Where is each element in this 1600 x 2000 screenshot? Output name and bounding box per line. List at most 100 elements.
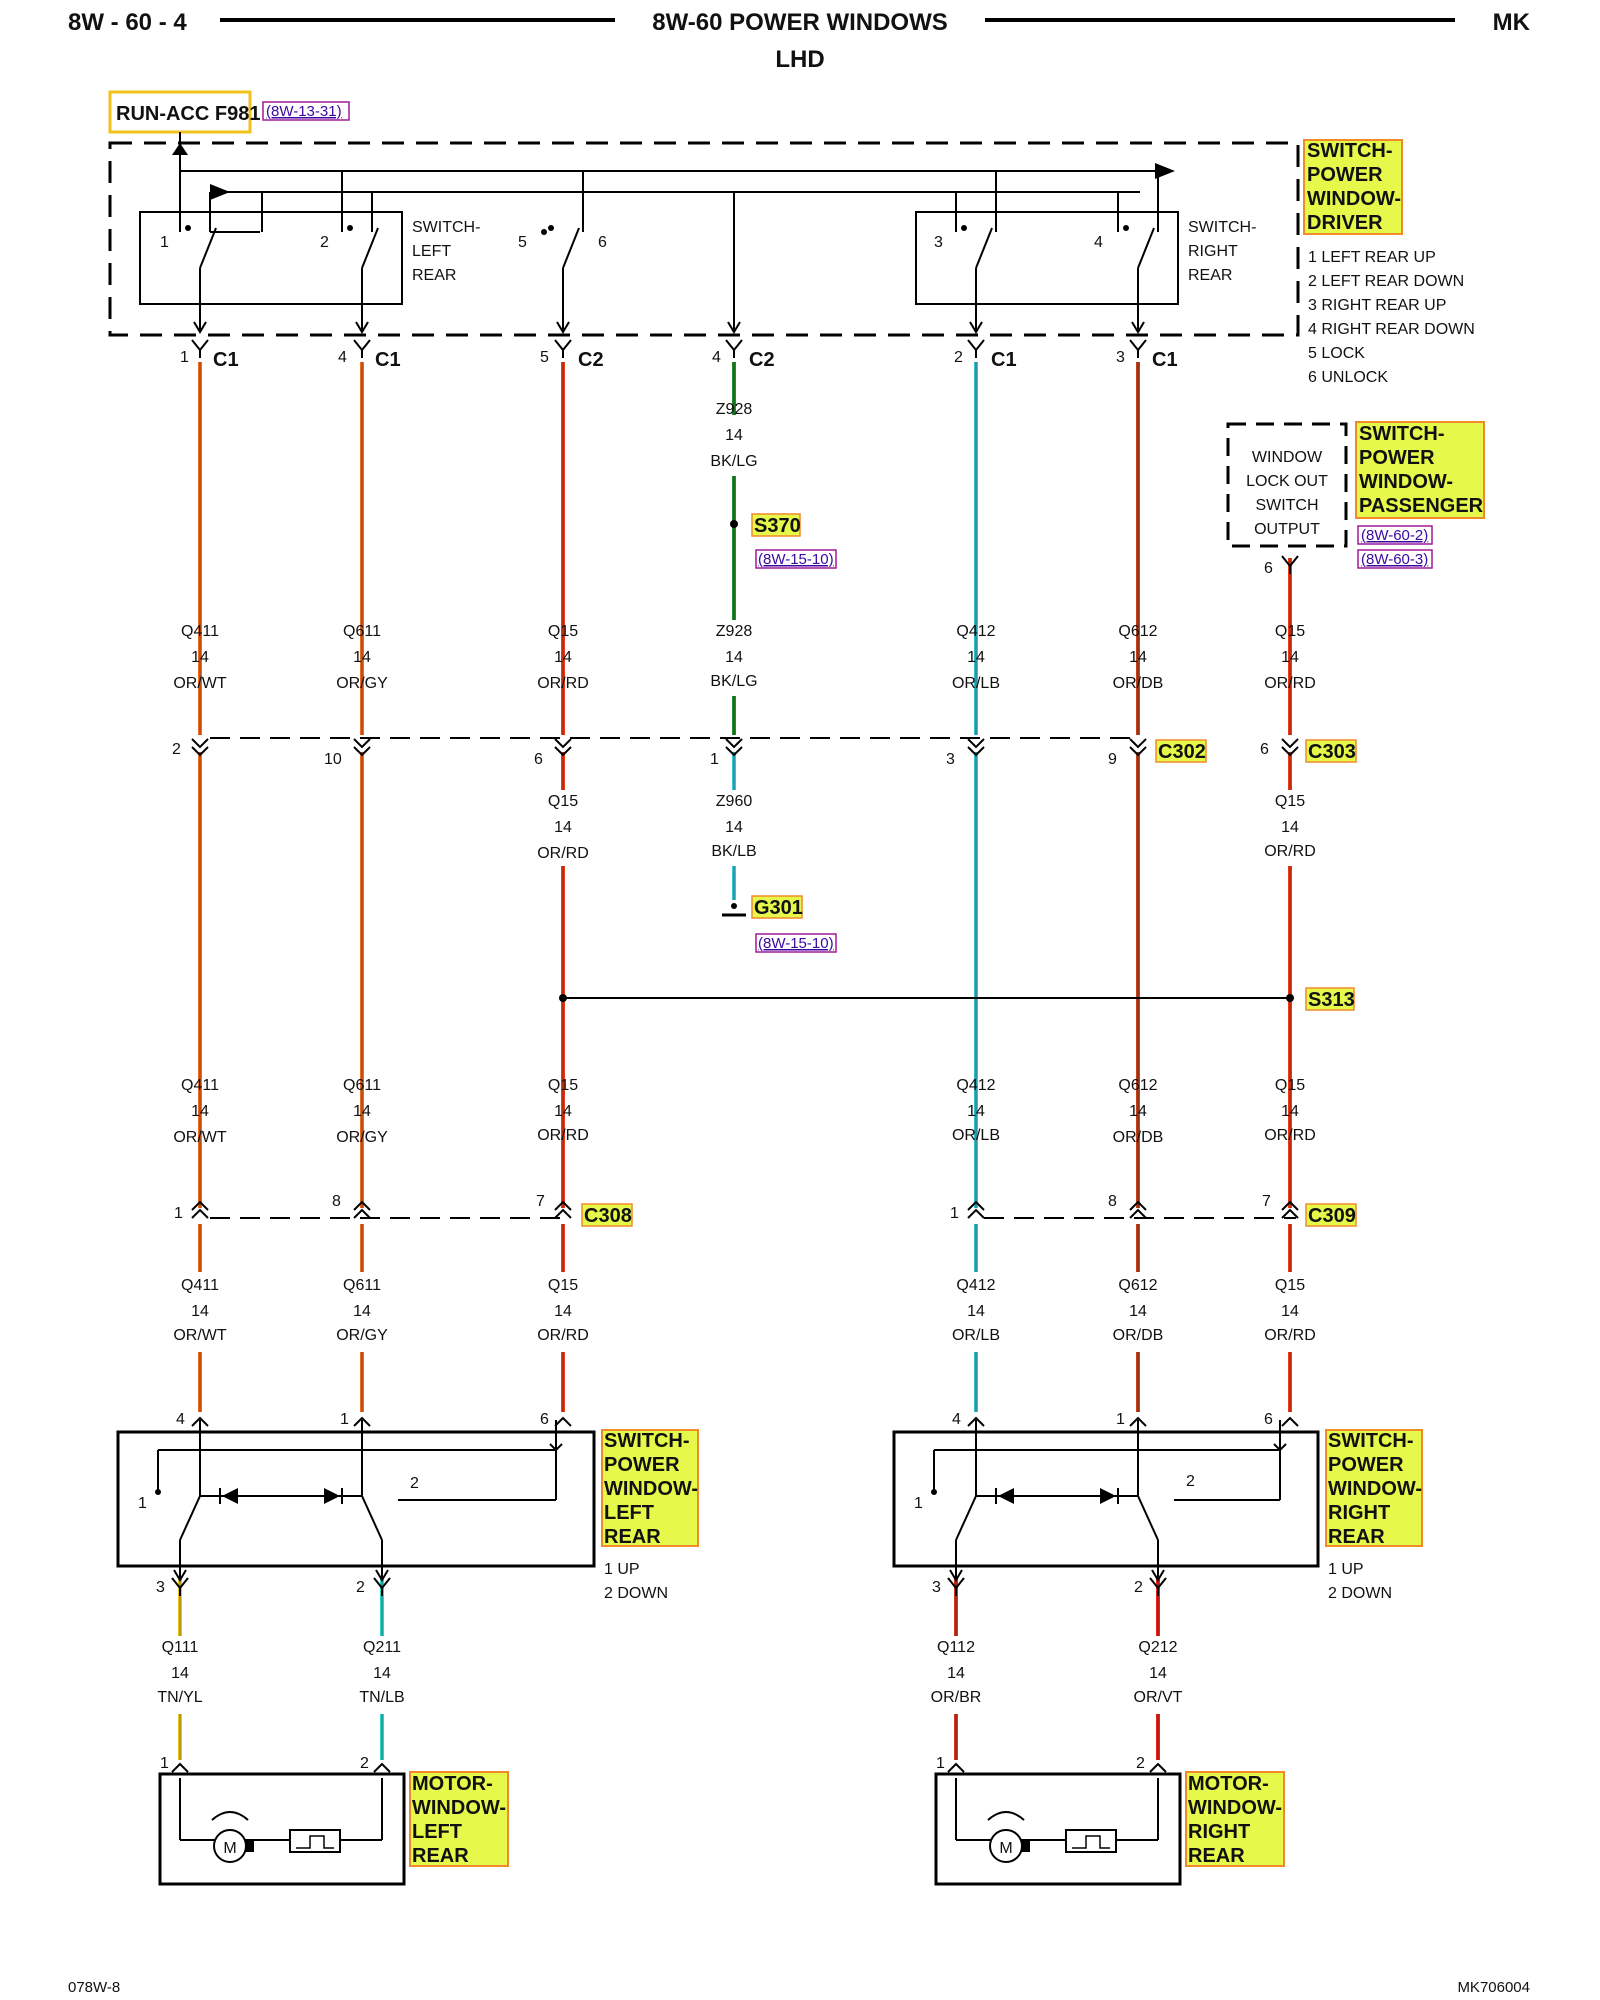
lr-pin-top-6: 6 [540,1411,549,1428]
wire-gauge: 14 [191,1303,209,1320]
inline-connector-symbol [191,1200,209,1219]
switch-left-rear-line3: REAR [412,267,456,284]
driver-legend-1: 1 LEFT REAR UP [1308,249,1436,266]
rr-pin-top-1: 1 [1116,1411,1125,1428]
driver-pin-num: 3 [1116,349,1125,366]
passenger-ref-2: (8W-60-3) [1361,551,1428,568]
driver-connector-pins: 1 C1 4 C1 5 C2 4 C2 2 C1 3 C1 [180,349,1178,371]
rr-pin-top-4: 4 [952,1411,961,1428]
ml-label-3: LEFT [412,1821,462,1843]
z960-gauge: 14 [725,819,743,836]
driver-switch-label-2: POWER [1307,164,1383,186]
switch-left-rear-outline [116,1430,596,1568]
motor-left-breaker-symbol [296,1835,334,1849]
mr-label-1: MOTOR- [1188,1773,1269,1795]
inline-connector-symbol [353,738,371,757]
driver-sw-right-3-dot [961,225,967,231]
c302-pin: 10 [324,751,342,768]
connector-pin-symbol [191,339,209,358]
footer-left: 078W-8 [68,1979,120,1996]
rr-switch-out-down-arrow [1151,1569,1165,1582]
rr-pin-bottom-3: 3 [932,1579,941,1596]
s370-label: S370 [754,515,801,537]
driver-contact-5: 5 [518,234,527,251]
lr-internal-1: 1 [138,1495,147,1512]
driver-pin-num: 1 [180,349,189,366]
driver-legend-5: 5 LOCK [1308,345,1365,362]
wire-circuit: Q15 [548,793,578,810]
lr-switch-diode-1 [222,1488,238,1504]
wire-gauge: 14 [1149,1665,1167,1682]
pin-symbols [171,339,1299,1773]
wire-circuit: Q412 [956,623,995,640]
c309-pin: 1 [950,1205,959,1222]
lr-pin-bottom-3: 3 [156,1579,165,1596]
wire-gauge: 14 [967,649,985,666]
driver-contact-2: 2 [320,234,329,251]
wire-gauge: 14 [554,1303,572,1320]
rr-legend-1: 1 UP [1328,1561,1364,1578]
rr-label-3: WINDOW- [1328,1478,1422,1500]
g301-ref-box [755,933,837,953]
c303-label: C303 [1308,741,1356,763]
switch-right-rear-line2: RIGHT [1188,243,1238,260]
wire-circuit: Q212 [1138,1639,1177,1656]
driver-ground-arrow [727,321,741,334]
lr-switch-diode-2 [324,1488,340,1504]
wire-gauge: 14 [171,1665,189,1682]
c309-pin: 8 [1108,1193,1117,1210]
motor-left-motor-brush [246,1840,254,1852]
motor-wire-labels: Q111 14 TN/YL Q211 14 TN/LB Q112 14 OR/B… [157,1639,1182,1706]
page-title: 8W-60 POWER WINDOWS [652,9,948,36]
wire-circuit: Q612 [1118,1277,1157,1294]
mr-label-4: REAR [1188,1845,1245,1867]
g301-dot [731,903,737,909]
lr-internal-2: 2 [410,1475,419,1492]
wire-color: OR/LB [952,1127,1000,1144]
rr-label-1: SWITCH- [1328,1430,1414,1452]
connector-pin-symbol [1129,1416,1147,1427]
rr-switch-blade-up [955,1495,977,1541]
wire-color: OR/WT [173,675,227,692]
rr-switch-diode-1 [998,1488,1014,1504]
motor-right-symbol: M [999,1840,1012,1857]
rr-label-4: RIGHT [1328,1502,1390,1524]
switch-left-rear-box [139,211,403,305]
rr-legend-2: 2 DOWN [1328,1585,1392,1602]
driver-pin-conn: C2 [578,349,604,371]
motor-right-breaker [1065,1829,1117,1853]
connector-pin-symbol [1281,1416,1299,1427]
wire-gauge: 14 [1129,1303,1147,1320]
c308-c309-pins: 1 8 7 1 8 7 [174,1193,1271,1222]
motor-right-rear-outline [934,1772,1182,1886]
inline-connector-symbol [1281,738,1299,757]
motor-left-pin-2: 2 [360,1755,369,1772]
passenger-ref-1: (8W-60-2) [1361,527,1428,544]
motor-right-pin-2: 2 [1136,1755,1145,1772]
c309-label-box [1305,1203,1357,1227]
passenger-label-4: PASSENGER [1359,495,1484,517]
driver-switch-outline [108,141,1300,337]
wire-gauge: 14 [1129,1103,1147,1120]
inline-connector-symbol [191,738,209,757]
connector-pin-symbol [947,1577,965,1596]
inline-connector-symbol [967,738,985,757]
connector-pin-symbol [1129,339,1147,358]
lockout-line1: WINDOW [1252,449,1323,466]
connector-pin-symbol [554,339,572,358]
driver-bus-top-arrow [1155,163,1175,179]
wire-gauge: 14 [373,1665,391,1682]
wire-color: OR/RD [537,1327,589,1344]
lr-legend-2: 2 DOWN [604,1585,668,1602]
switch-right-rear-line1: SWITCH- [1188,219,1256,236]
c302-pin: 1 [710,751,719,768]
mr-label-3: RIGHT [1188,1821,1250,1843]
driver-pin-num: 5 [540,349,549,366]
connector-pin-symbol [191,1416,209,1427]
inline-connector-symbol [1129,738,1147,757]
z928-upper-gauge: 14 [725,427,743,444]
wire-circuit: Q15 [1275,793,1305,810]
driver-pin-conn: C1 [1152,349,1178,371]
lr-pin-top-1: 1 [340,1411,349,1428]
driver-legend-3: 3 RIGHT REAR UP [1308,297,1446,314]
